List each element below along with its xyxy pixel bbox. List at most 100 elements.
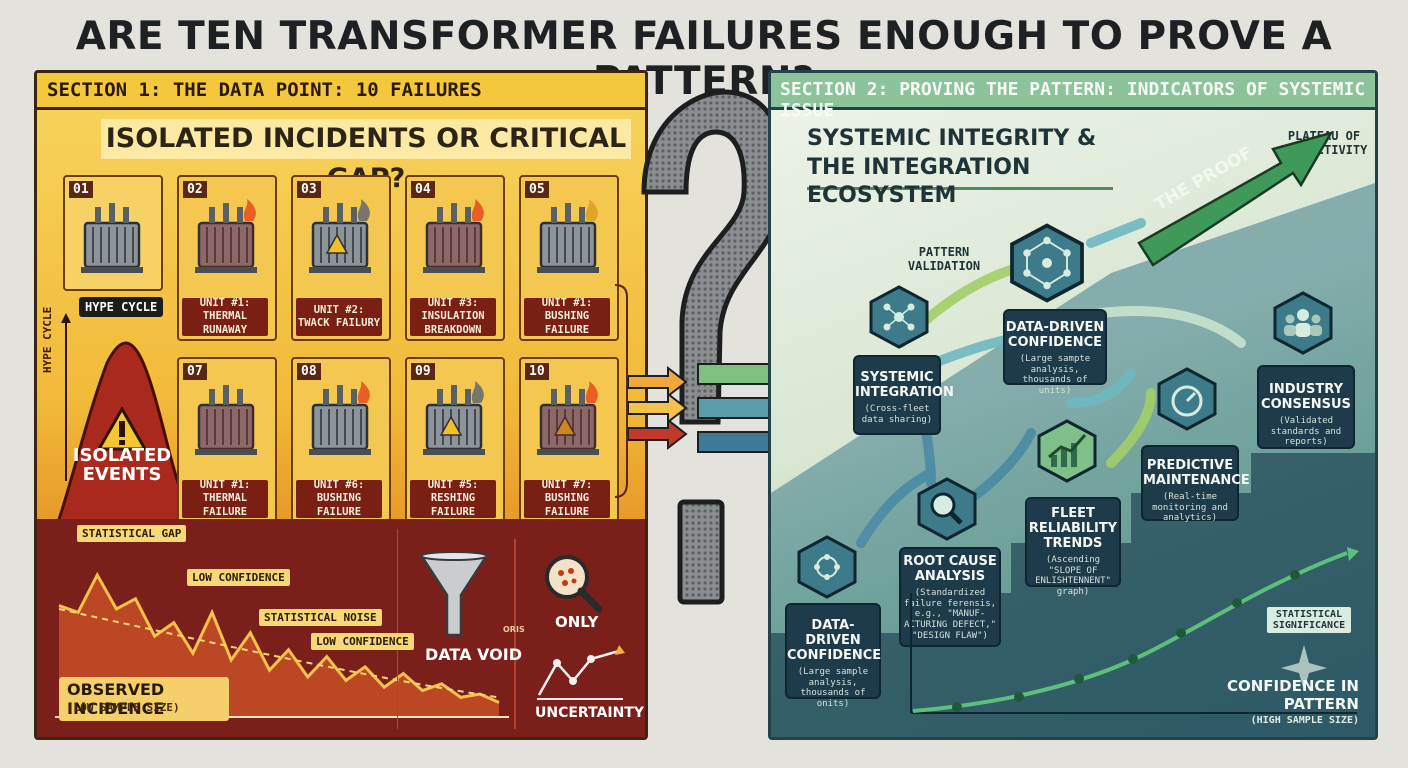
question-mark-graphic: [641, 89, 788, 605]
hype-cycle-axis-label: HYPE CYCLE: [41, 306, 54, 373]
unit-id: UNIT #6:: [313, 479, 365, 492]
unit-number: 07: [183, 363, 207, 380]
magnifier-icon: [545, 555, 603, 613]
statistical-gap-label: STATISTICAL GAP: [77, 525, 187, 542]
proof-arrow: [1137, 130, 1334, 267]
transformer-icon: [423, 381, 485, 455]
card-title: INDUSTRY CONSENSUS: [1261, 382, 1351, 412]
systemic-integration-card: SYSTEMIC INTEGRATION (Cross-fleet data s…: [853, 355, 954, 435]
card-desc: (Large sample analysis, thousands of oni…: [797, 666, 869, 710]
unit-failure-label: UNIT #5:RESHING FAILURE: [410, 479, 496, 518]
unit-number: 04: [411, 181, 435, 198]
transformer-icon: [537, 381, 599, 455]
hype-cycle-tag: HYPE CYCLE: [79, 297, 164, 317]
card-desc: (Standardized failure ferensis, e.g., "M…: [903, 587, 997, 642]
transformer-icon: [537, 199, 599, 273]
card-desc: (Large sampte analysis, thousands of uni…: [1019, 353, 1091, 397]
statistical-significance-label: STATISTICAL SIGNIFICANCE: [1267, 607, 1351, 633]
unit-failure-label: UNIT #3:INSULATION BREAKDOWN: [410, 297, 496, 336]
transformer-unit-card: 01: [63, 175, 163, 291]
unit-id: UNIT #5:: [427, 479, 479, 492]
network-icon: [869, 285, 929, 349]
uncertainty-trend-icon: [537, 645, 625, 700]
unit-number: 01: [69, 181, 93, 198]
transformer-icon: [423, 199, 485, 273]
isolated-events-label: ISOLATED EVENTS: [72, 445, 172, 485]
unit-number: 08: [297, 363, 321, 380]
warning-icon: [97, 407, 147, 451]
card-desc: (Real-time monitoring and analytics): [1152, 491, 1228, 524]
section-1-header-bar: SECTION 1: THE DATA POINT: 10 FAILURES: [37, 73, 645, 110]
confidence-sub: (HIGH SAMPLE SIZE): [1250, 715, 1359, 726]
transformer-icon: [81, 203, 143, 273]
unit-number: 02: [183, 181, 207, 198]
observed-incidence-box: OBSERVED INCIDENCE (LOW SAMPLE SIZE): [59, 677, 229, 721]
uncertainty-label: UNCERTAINTY: [535, 705, 644, 721]
low-confidence-label-2: LOW CONFIDENCE: [311, 633, 414, 650]
section-1-heading: ISOLATED INCIDENTS OR CRITICAL GAP?: [101, 119, 631, 194]
incidence-trend-line: [58, 608, 500, 699]
unit-number: 03: [297, 181, 321, 198]
data-driven-confidence-top-card: DATA-DRIVEN CONFIDENCE (Large sampte ana…: [1003, 309, 1107, 396]
chart-divider-lines: [397, 529, 516, 729]
unit-failure-type: THERMAL RUNAWAY: [202, 310, 248, 336]
unit-failure-type: BUSHING FAILURE: [316, 492, 362, 518]
network-hub-icon: [1010, 223, 1084, 303]
unit-id: UNIT #1:: [541, 297, 593, 310]
section-2-heading: SYSTEMIC INTEGRITY & THE INTEGRATION ECO…: [807, 125, 1113, 208]
observed-incidence-label: OBSERVED INCIDENCE: [67, 680, 165, 718]
unit-failure-type: BUSHING FAILURE: [544, 310, 590, 336]
card-desc: (Cross-fleet data sharing): [861, 403, 933, 425]
sparkle-icon: [1281, 645, 1327, 691]
card-title: DATA-DRIVEN CONFIDENCE: [1005, 320, 1105, 350]
unit-number: 05: [525, 181, 549, 198]
group-bracket-lines: [614, 284, 628, 498]
section-2-panel: SECTION 2: PROVING THE PATTERN: INDICATO…: [768, 70, 1378, 740]
unit-failure-label: UNIT #1:BUSHING FAILURE: [524, 297, 610, 336]
hype-axis-arrow: [61, 313, 71, 481]
data-void-label: DATA VOID: [425, 645, 522, 664]
unit-id: UNIT #3:: [427, 297, 479, 310]
card-title: DATA-DRIVEN CONFIDENCE: [787, 618, 882, 663]
card-desc: (Validated standards and reports): [1270, 415, 1342, 448]
magnifier-analysis-icon: [917, 477, 977, 541]
transformer-icon: [195, 385, 257, 455]
unit-failure-label: UNIT #7:BUSHING FAILURE: [524, 479, 610, 518]
unit-id: UNIT #7:: [541, 479, 593, 492]
unit-number: 10: [525, 363, 549, 380]
card-desc: (Ascending "SLOPE OF ENLISHTENNENT" grap…: [1035, 554, 1111, 598]
section-2-header-bar: SECTION 2: PROVING THE PATTERN: INDICATO…: [771, 73, 1375, 121]
section-1-title: SECTION 1: THE DATA POINT: 10 FAILURES: [47, 79, 482, 101]
fleet-reliability-trends-card: FLEET RELIABILITY TRENDS (Ascending "SLO…: [1025, 497, 1121, 597]
transformer-icon: [309, 199, 371, 273]
unit-failure-type: INSULATION BREAKDOWN: [421, 310, 485, 336]
industry-consensus-card: INDUSTRY CONSENSUS (Validated standards …: [1257, 365, 1355, 449]
funnel-icon: [419, 551, 489, 637]
network-node-icon: [797, 535, 857, 599]
unit-number: 09: [411, 363, 435, 380]
unit-failure-type: BUSHING FAILURE: [544, 492, 590, 518]
gauge-icon: [1157, 367, 1217, 431]
card-title: ROOT CAUSE ANALYSIS: [903, 554, 997, 584]
section-1-panel: SECTION 1: THE DATA POINT: 10 FAILURES I…: [34, 70, 648, 740]
statistical-noise-label: STATISTICAL NOISE: [259, 609, 382, 626]
unit-failure-type: RESHING FAILURE: [430, 492, 476, 518]
predictive-maintenance-card: PREDICTIVE MAINTENANCE (Real-time monito…: [1141, 445, 1250, 524]
unit-id: UNIT #2:: [313, 303, 365, 316]
card-title: FLEET RELIABILITY TRENDS: [1028, 506, 1118, 551]
confidence-growth-chart: [910, 547, 1359, 714]
unit-failure-type: TWACK FAILURY: [297, 317, 381, 329]
oris-label: ORIS: [503, 625, 525, 634]
unit-failure-label: UNIT #1:THERMAL RUNAWAY: [182, 297, 268, 336]
incidence-line: [58, 571, 500, 704]
confidence-in-pattern-box: CONFIDENCE IN PATTERN (HIGH SAMPLE SIZE): [1177, 677, 1359, 726]
unit-failure-type: THERMAL FAILURE: [202, 492, 248, 518]
people-group-icon: [1273, 291, 1333, 355]
confidence-label: CONFIDENCE IN PATTERN: [1226, 677, 1359, 713]
only-label: ONLY: [555, 613, 599, 631]
